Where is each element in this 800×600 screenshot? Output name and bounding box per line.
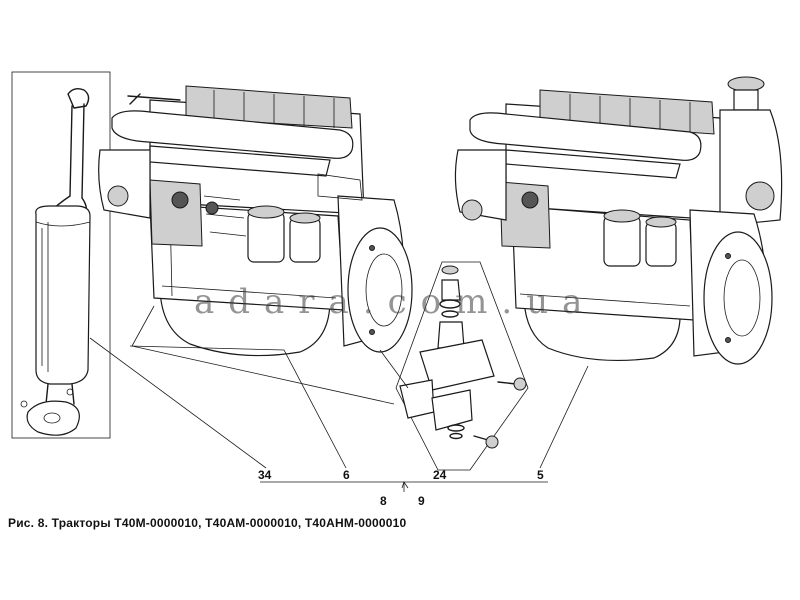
engine-mount-bracket — [395, 261, 529, 471]
callout-8: 8 — [380, 494, 387, 508]
callout-9: 9 — [418, 494, 425, 508]
leader-lines — [89, 305, 589, 492]
callout-24: 24 — [433, 468, 447, 482]
engine-right — [454, 76, 783, 365]
engine-left — [98, 85, 413, 357]
callout-5: 5 — [537, 468, 544, 482]
watermark-text: adara.com.ua — [194, 282, 597, 322]
callout-6: 6 — [343, 468, 350, 482]
callout-34: 34 — [258, 468, 272, 482]
exhaust-muffler — [11, 71, 111, 439]
figure-caption: Рис. 8. Тракторы Т40М-0000010, Т40АМ-000… — [8, 516, 407, 530]
